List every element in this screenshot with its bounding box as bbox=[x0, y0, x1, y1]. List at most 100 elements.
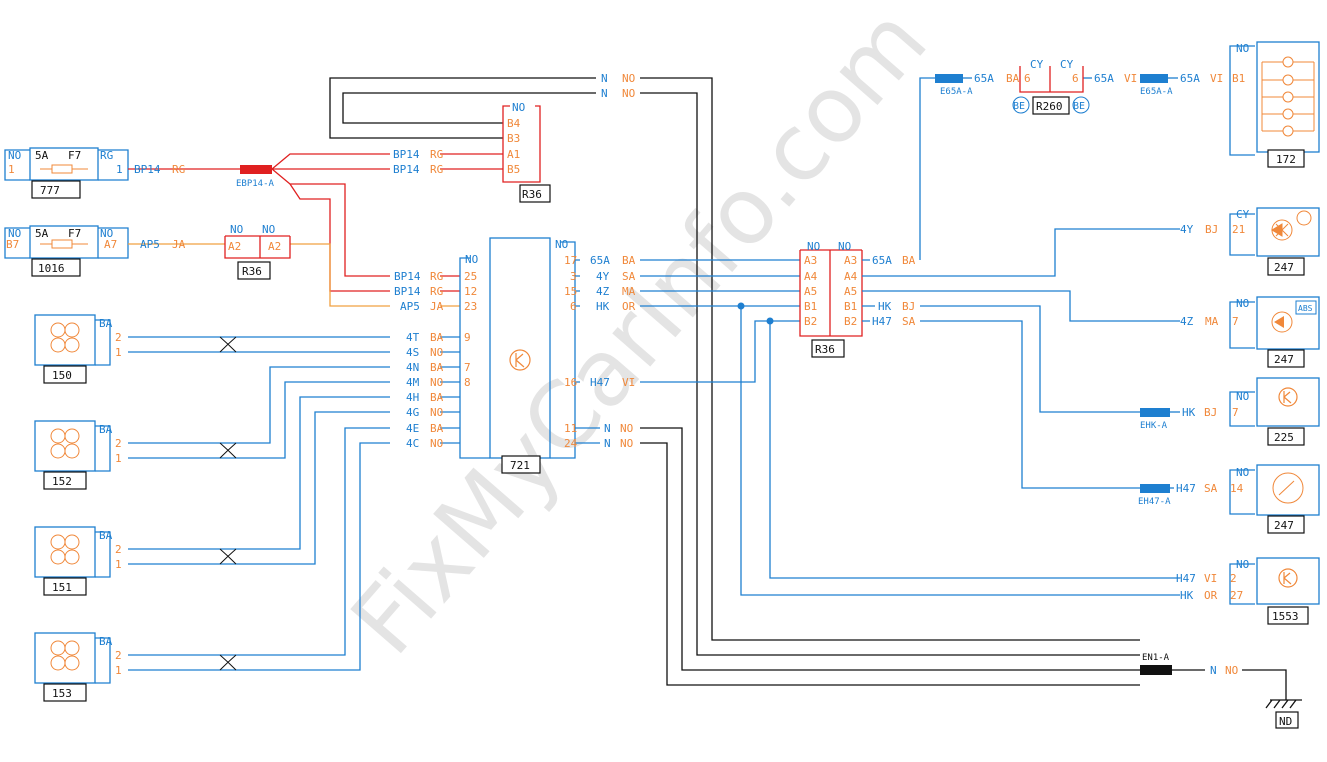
ecu-left-wire-1-pin: 25 bbox=[464, 270, 477, 283]
ecu-left-wire-8-code: 4H bbox=[406, 391, 419, 404]
fuse-1016-left-color: NO bbox=[8, 227, 21, 240]
ecu-right-wire-4-color: OR bbox=[622, 300, 636, 313]
bp14-wire-code: BP14 bbox=[134, 163, 161, 176]
ecu-left-wire-10-color: BA bbox=[430, 422, 444, 435]
ecu-right-wires bbox=[575, 259, 1180, 596]
ecu-right-wire-7-color: NO bbox=[620, 437, 633, 450]
ground-wire-1-code: N bbox=[601, 72, 608, 85]
component-1553-color: NO bbox=[1236, 558, 1249, 571]
fuse-777-pin-out: 1 bbox=[116, 163, 123, 176]
sensor-152-id: 152 bbox=[52, 475, 72, 488]
r36-top-wire-1-color: RG bbox=[430, 148, 443, 161]
component-247-abs-wire-color: MA bbox=[1205, 315, 1219, 328]
r36-mid-right-pin-5: B2 bbox=[844, 315, 857, 328]
ecu-left-wire-4-pin: 9 bbox=[464, 331, 471, 344]
ecu-right-pin-4: 6 bbox=[570, 300, 577, 313]
ap5-wires bbox=[128, 243, 460, 307]
component-172-pin: B1 bbox=[1232, 72, 1245, 85]
ecu-left-wire-10-code: 4E bbox=[406, 422, 419, 435]
ecu-left-wire-5-color: NO bbox=[430, 346, 443, 359]
component-1553-wire-1-color: VI bbox=[1204, 572, 1217, 585]
ecu-right-wire-4-code: HK bbox=[596, 300, 610, 313]
sensor-150-pin-1: 2 bbox=[115, 331, 122, 344]
component-1553 bbox=[1229, 557, 1320, 625]
r36-top-color: NO bbox=[512, 101, 525, 114]
r36-top-pin-3: A1 bbox=[507, 148, 520, 161]
r260-be-right: BE bbox=[1073, 101, 1085, 112]
component-225-id: 225 bbox=[1274, 431, 1294, 444]
ecu-left-wire-3-code: AP5 bbox=[400, 300, 420, 313]
fuse-777-left-color: NO bbox=[8, 149, 21, 162]
bp14-wire-color: RG bbox=[172, 163, 185, 176]
ecu-721-id: 721 bbox=[510, 459, 530, 472]
component-247-gauge-color: NO bbox=[1236, 466, 1249, 479]
ground-wires bbox=[329, 77, 1302, 709]
sensor-152-color: BA bbox=[99, 423, 113, 436]
ap5-wire-code: AP5 bbox=[140, 238, 160, 251]
component-172-id: 172 bbox=[1276, 153, 1296, 166]
r36-mid-left-pin-4: B1 bbox=[804, 300, 817, 313]
sensor-151-id: 151 bbox=[52, 581, 72, 594]
fuse-1016-amp: 5A bbox=[35, 227, 49, 240]
ecu-left-wire-2-pin: 12 bbox=[464, 285, 477, 298]
r36-mid-right-pin-2: A4 bbox=[844, 270, 858, 283]
ecu-right-wire-6-color: NO bbox=[620, 422, 633, 435]
component-247-gauge-wire-code: H47 bbox=[1176, 482, 1196, 495]
component-247-abs-pin: 7 bbox=[1232, 315, 1239, 328]
ecu-left-wire-1-color: RG bbox=[430, 270, 443, 283]
ecu-right-wire-5-color: VI bbox=[622, 376, 635, 389]
ecu-right-pin-1: 17 bbox=[564, 254, 577, 267]
r36-small-right-color: NO bbox=[262, 223, 275, 236]
en1-splice-label: EN1-A bbox=[1142, 653, 1170, 663]
component-247-abs-wire-code: 4Z bbox=[1180, 315, 1194, 328]
ecu-right-wire-1-color: BA bbox=[622, 254, 636, 267]
r260-left-color: CY bbox=[1030, 58, 1044, 71]
ecu-left-wire-6-color: BA bbox=[430, 361, 444, 374]
component-247-a-color: CY bbox=[1236, 208, 1250, 221]
ecu-left-wire-2-code: BP14 bbox=[394, 285, 421, 298]
sensor-151-pin-2: 1 bbox=[115, 558, 122, 571]
ecu-left-wire-11-code: 4C bbox=[406, 437, 419, 450]
ecu-left-wire-5-code: 4S bbox=[406, 346, 419, 359]
r260-pin-left: 6 bbox=[1024, 72, 1031, 85]
r36-mid-left-pin-1: A3 bbox=[804, 254, 817, 267]
sensor-153 bbox=[34, 632, 111, 702]
component-247-gauge-wire-color: SA bbox=[1204, 482, 1218, 495]
component-1553-wire-2-code: HK bbox=[1180, 589, 1194, 602]
r36-mid-wire-h47-color: SA bbox=[902, 315, 916, 328]
r36-mid-id: R36 bbox=[815, 343, 835, 356]
ecu-right-wire-2-code: 4Y bbox=[596, 270, 610, 283]
ecu-right-pin-3: 15 bbox=[564, 285, 577, 298]
fuse-777-pin-in: 1 bbox=[8, 163, 15, 176]
component-1553-pin-2: 27 bbox=[1230, 589, 1243, 602]
ecu-right-wire-7-code: N bbox=[604, 437, 611, 450]
r260-id: R260 bbox=[1036, 100, 1063, 113]
component-225 bbox=[1140, 377, 1320, 446]
ecu-right-pin-6: 11 bbox=[564, 422, 577, 435]
sensor-153-pin-2: 1 bbox=[115, 664, 122, 677]
fuse-777-name: F7 bbox=[68, 149, 81, 162]
r36-mid-wire-hk-code: HK bbox=[878, 300, 892, 313]
ecu-left-wire-8-color: BA bbox=[430, 391, 444, 404]
eh47-splice-label: EH47-A bbox=[1138, 497, 1171, 507]
ecu-left-wire-3-color: JA bbox=[430, 300, 444, 313]
ecu-left-wire-7-pin: 8 bbox=[464, 376, 471, 389]
r36-mid-connector bbox=[799, 249, 863, 358]
sensor-150-pin-2: 1 bbox=[115, 346, 122, 359]
r36-small-id: R36 bbox=[242, 265, 262, 278]
sensor-wires bbox=[128, 336, 460, 671]
component-247-a-pin: 21 bbox=[1232, 223, 1245, 236]
ecu-right-wire-2-color: SA bbox=[622, 270, 636, 283]
e65a-wire-3-color: VI bbox=[1210, 72, 1223, 85]
ecu-right-pin-5: 16 bbox=[564, 376, 577, 389]
e65a-wire-1-code: 65A bbox=[974, 72, 994, 85]
sensor-152 bbox=[34, 420, 111, 490]
ehk-splice-label: EHK-A bbox=[1140, 421, 1168, 431]
fuse-777-id: 777 bbox=[40, 184, 60, 197]
component-225-pin: 7 bbox=[1232, 406, 1239, 419]
r36-top-pin-1: B4 bbox=[507, 117, 521, 130]
r36-mid-left-pin-2: A4 bbox=[804, 270, 818, 283]
r36-mid-wire-65a-color: BA bbox=[902, 254, 916, 267]
bp14-wires bbox=[128, 153, 503, 292]
